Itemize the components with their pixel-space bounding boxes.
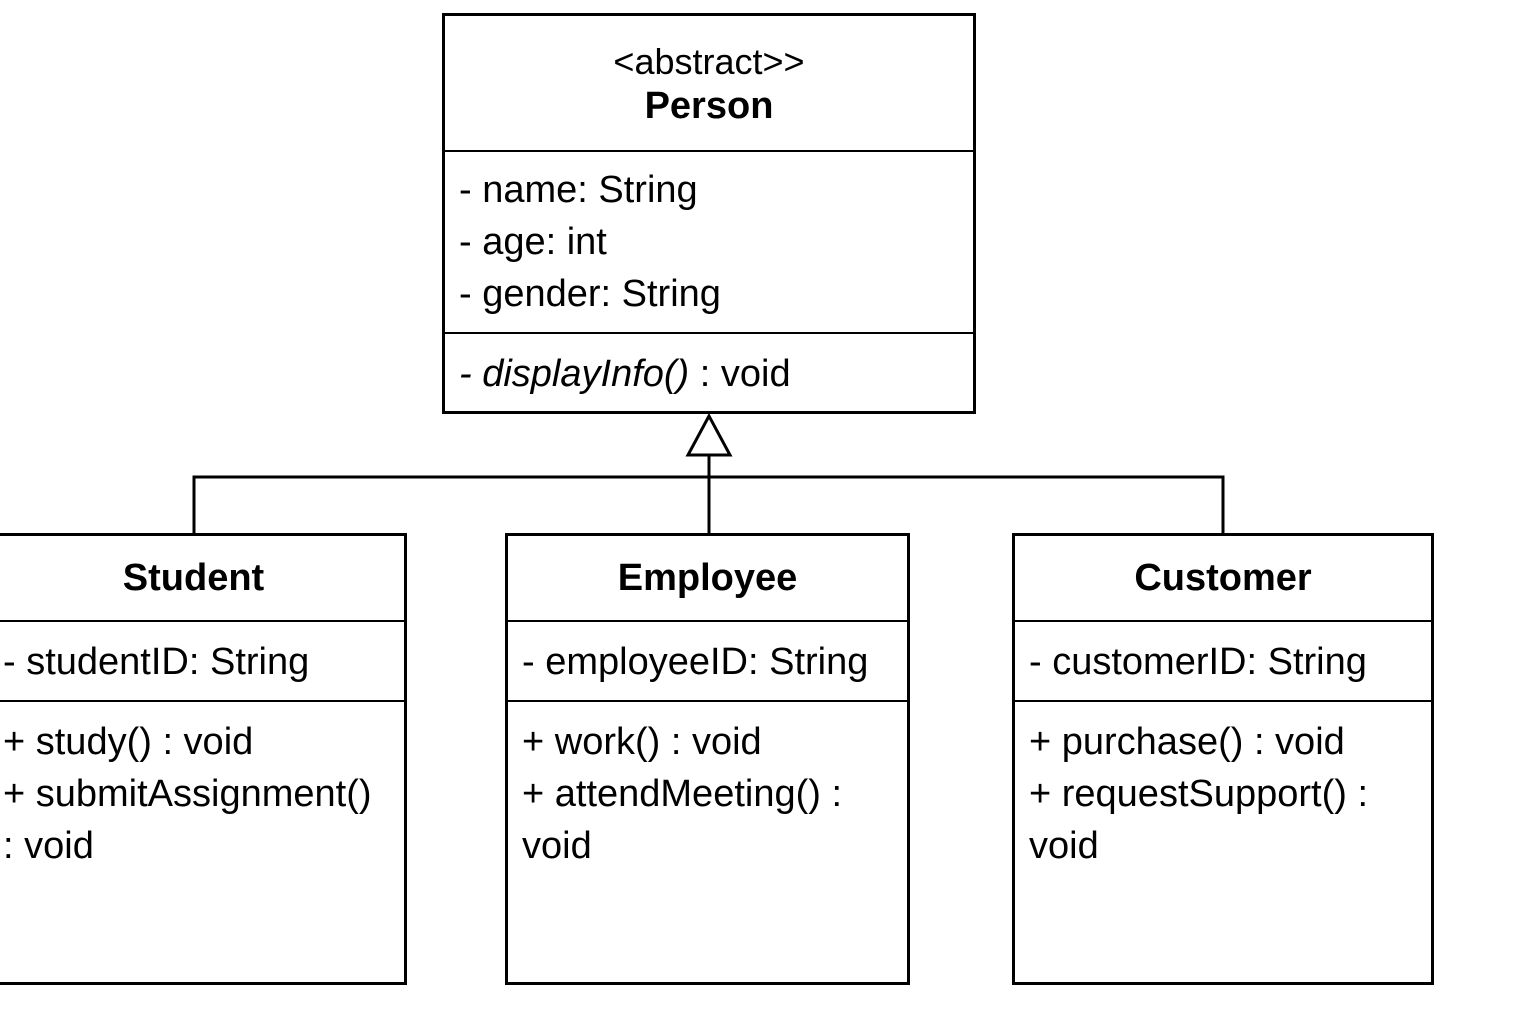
method: + requestSupport() : void bbox=[1029, 773, 1369, 867]
method-return-type: : void bbox=[689, 353, 791, 395]
generalization-arrowhead bbox=[685, 412, 733, 457]
person-attributes: - name: String - age: int - gender: Stri… bbox=[445, 152, 973, 334]
class-employee: Employee - employeeID: String + work() :… bbox=[505, 533, 910, 985]
method: - displayInfo() : void bbox=[459, 348, 973, 400]
customer-methods: + purchase() : void + requestSupport() :… bbox=[1015, 702, 1431, 872]
employee-header: Employee bbox=[508, 536, 907, 622]
student-class-name: Student bbox=[122, 557, 265, 599]
customer-class-name: Customer bbox=[1134, 557, 1312, 599]
method-visibility: - bbox=[459, 353, 483, 395]
class-person: <abstract>> Person - name: String - age:… bbox=[442, 13, 976, 414]
class-customer: Customer - customerID: String + purchase… bbox=[1012, 533, 1434, 985]
method: + submitAssignment() : void bbox=[3, 773, 372, 867]
person-class-name: Person bbox=[644, 85, 774, 127]
attribute: - employeeID: String bbox=[522, 641, 869, 683]
person-stereotype: <abstract>> bbox=[613, 41, 805, 82]
attribute: - customerID: String bbox=[1029, 641, 1367, 683]
customer-header: Customer bbox=[1015, 536, 1431, 622]
employee-attributes: - employeeID: String bbox=[508, 622, 907, 702]
student-methods: + study() : void + submitAssignment() : … bbox=[0, 702, 404, 872]
attribute: - studentID: String bbox=[3, 641, 310, 683]
attribute: - name: String bbox=[459, 169, 698, 211]
student-attributes: - studentID: String bbox=[0, 622, 404, 702]
method: + attendMeeting() : void bbox=[522, 773, 843, 867]
student-header: Student bbox=[0, 536, 404, 622]
attribute: - age: int bbox=[459, 221, 607, 263]
method: + work() : void bbox=[522, 721, 762, 763]
abstract-method-name: displayInfo() bbox=[482, 353, 690, 395]
employee-methods: + work() : void + attendMeeting() : void bbox=[508, 702, 907, 872]
method: + study() : void bbox=[3, 721, 254, 763]
person-methods: - displayInfo() : void bbox=[445, 334, 973, 400]
class-student: Student - studentID: String + study() : … bbox=[0, 533, 407, 985]
person-header: <abstract>> Person bbox=[445, 16, 973, 152]
employee-class-name: Employee bbox=[617, 557, 798, 599]
customer-attributes: - customerID: String bbox=[1015, 622, 1431, 702]
attribute: - gender: String bbox=[459, 273, 721, 315]
method: + purchase() : void bbox=[1029, 721, 1345, 763]
